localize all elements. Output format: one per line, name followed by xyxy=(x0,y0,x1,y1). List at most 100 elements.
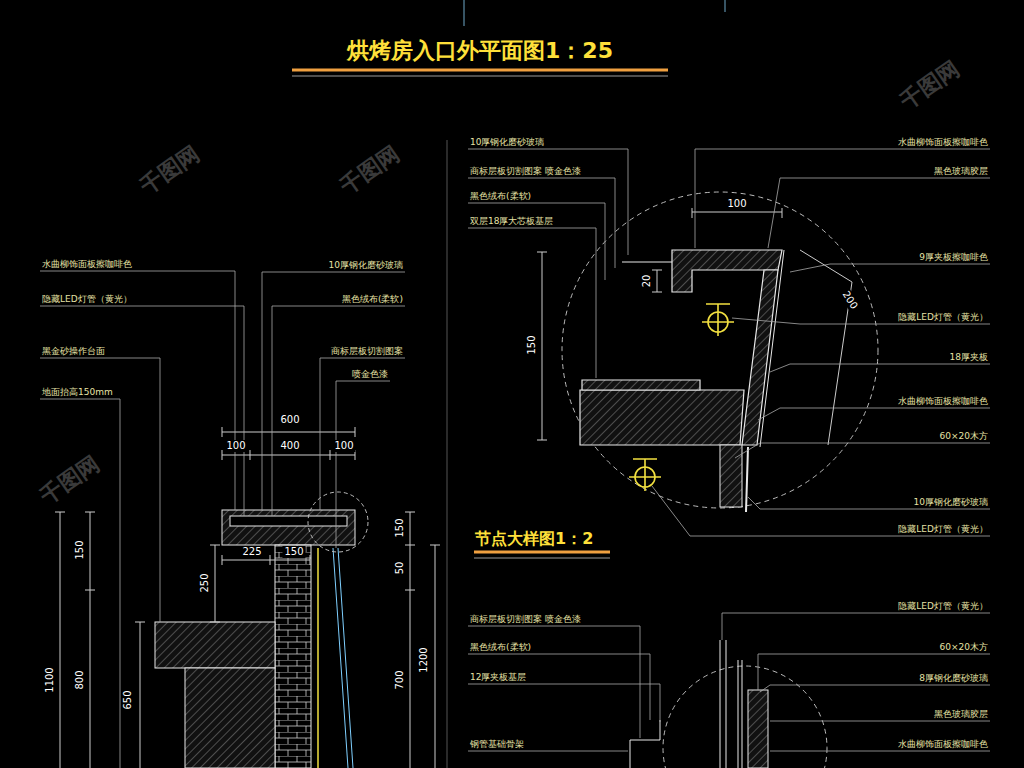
leader-line xyxy=(468,654,650,720)
material-callout: 18厚夹板 xyxy=(948,352,990,362)
dimension-value: 150 xyxy=(526,333,538,356)
leader-line xyxy=(770,751,990,752)
material-callout: 水曲柳饰面板擦咖啡色 xyxy=(896,396,990,406)
leader-line xyxy=(272,306,405,516)
leader-lines xyxy=(40,149,990,768)
material-callout: 隐藏LED灯管（黄光） xyxy=(896,312,990,322)
watermark: 千图网 xyxy=(336,141,405,200)
material-callout: 隐藏LED灯管（黄光） xyxy=(896,524,990,534)
glass-panel xyxy=(746,447,748,512)
material-callout: 10厚钢化磨砂玻璃 xyxy=(468,137,546,147)
dimension-value: 1100 xyxy=(44,665,56,694)
sign-box-inner xyxy=(230,516,347,526)
glass-panel xyxy=(333,548,353,768)
heading-underline xyxy=(474,551,610,554)
leader-line xyxy=(748,497,990,509)
material-callout: 隐藏LED灯管（黄光） xyxy=(896,601,990,611)
dimension-value: 20 xyxy=(641,273,653,290)
leader-line xyxy=(468,228,596,378)
dimension-value: 150 xyxy=(282,546,305,558)
material-callout: 水曲柳饰面板擦咖啡色 xyxy=(896,739,990,749)
sign-box xyxy=(222,510,355,545)
frame-lines xyxy=(630,720,660,768)
leader-line xyxy=(735,443,990,458)
counter-top xyxy=(155,622,275,668)
detail-circle xyxy=(562,192,878,508)
leader-line xyxy=(760,685,990,692)
dimension-line xyxy=(537,252,547,440)
section-heading: 节点大样图1：2 xyxy=(475,530,593,548)
title: 烘烤房入口外平面图1：25 xyxy=(347,38,613,63)
leader-line xyxy=(770,721,990,722)
title-underline xyxy=(292,76,668,77)
leader-line xyxy=(695,149,990,248)
frame-line xyxy=(447,140,448,768)
material-callout: 商标层板切割图案 喷金色漆 xyxy=(468,614,583,624)
timber-batten xyxy=(720,445,742,507)
wood-board xyxy=(580,390,744,445)
leader-line xyxy=(768,178,990,248)
leader-line xyxy=(336,381,390,548)
leader-line xyxy=(468,751,628,752)
dimension-value: 50 xyxy=(394,560,406,577)
dimension-value: 400 xyxy=(278,440,301,452)
material-callout: 12厚夹板基层 xyxy=(468,672,528,682)
dimension-line xyxy=(55,512,65,768)
material-callout: 黑色绒布(柔软) xyxy=(340,294,405,304)
material-callout: 水曲柳饰面板擦咖啡色 xyxy=(40,259,134,269)
watermark: 千图网 xyxy=(896,56,965,115)
leader-line xyxy=(758,408,990,420)
leader-line xyxy=(468,178,615,268)
material-callout: 黑色绒布(柔软) xyxy=(468,642,533,652)
material-callout: 8厚钢化磨砂玻璃 xyxy=(917,673,990,683)
dimension-value: 800 xyxy=(74,668,86,691)
dimension-value: 600 xyxy=(278,414,301,426)
dimension-value: 1200 xyxy=(418,645,430,674)
led-symbol xyxy=(629,459,661,491)
leader-line xyxy=(468,626,640,738)
brick-wall xyxy=(275,545,311,768)
dimension-value: 100 xyxy=(725,198,748,210)
watermark: 千图网 xyxy=(136,141,205,200)
frame-line xyxy=(725,0,726,12)
material-callout: 水曲柳饰面板擦咖啡色 xyxy=(896,137,990,147)
dimension-line xyxy=(222,427,355,437)
material-callout: 商标层板切割图案 xyxy=(329,346,405,356)
dimension-line xyxy=(222,450,355,460)
material-callout: 钢管基础骨架 xyxy=(468,739,526,749)
counter-base xyxy=(185,668,275,768)
timber-batten xyxy=(748,690,768,768)
dimension-line xyxy=(692,208,782,218)
leader-line xyxy=(468,149,628,255)
material-callout: 双层18厚大芯板基层 xyxy=(468,216,555,226)
dimension-line xyxy=(652,270,662,292)
dimension-line xyxy=(135,622,145,768)
dimension-line xyxy=(405,512,415,768)
dimension-value: 250 xyxy=(199,571,211,594)
dimension-value: 700 xyxy=(394,668,406,691)
material-callout: 地面抬高150mm xyxy=(40,387,115,397)
frame-line xyxy=(464,0,465,26)
panel-lines xyxy=(720,640,742,768)
veneer-line xyxy=(760,250,784,447)
dimension-value: 100 xyxy=(224,440,247,452)
material-callout: 隐藏LED灯管（黄光） xyxy=(40,294,134,304)
title-underline xyxy=(292,69,668,72)
led-strip xyxy=(317,548,319,768)
dimension-line xyxy=(430,545,440,768)
material-callout: 商标层板切割图案 喷金色漆 xyxy=(468,166,583,176)
material-callout: 黑色玻璃胶层 xyxy=(932,709,990,719)
material-callout: 黑金砂操作台面 xyxy=(40,346,107,356)
glass-edge xyxy=(622,262,672,263)
dimension-line xyxy=(210,545,220,622)
led-symbol xyxy=(702,304,734,336)
material-callout: 60×20木方 xyxy=(938,431,990,441)
material-callout: 黑色玻璃胶层 xyxy=(932,166,990,176)
dimension-line xyxy=(85,512,95,768)
material-callout: 60×20木方 xyxy=(938,642,990,652)
material-callout: 10厚钢化磨砂玻璃 xyxy=(327,260,405,270)
material-callout: 喷金色漆 xyxy=(350,369,390,379)
heading-underline xyxy=(474,558,610,559)
leader-line xyxy=(468,203,605,280)
